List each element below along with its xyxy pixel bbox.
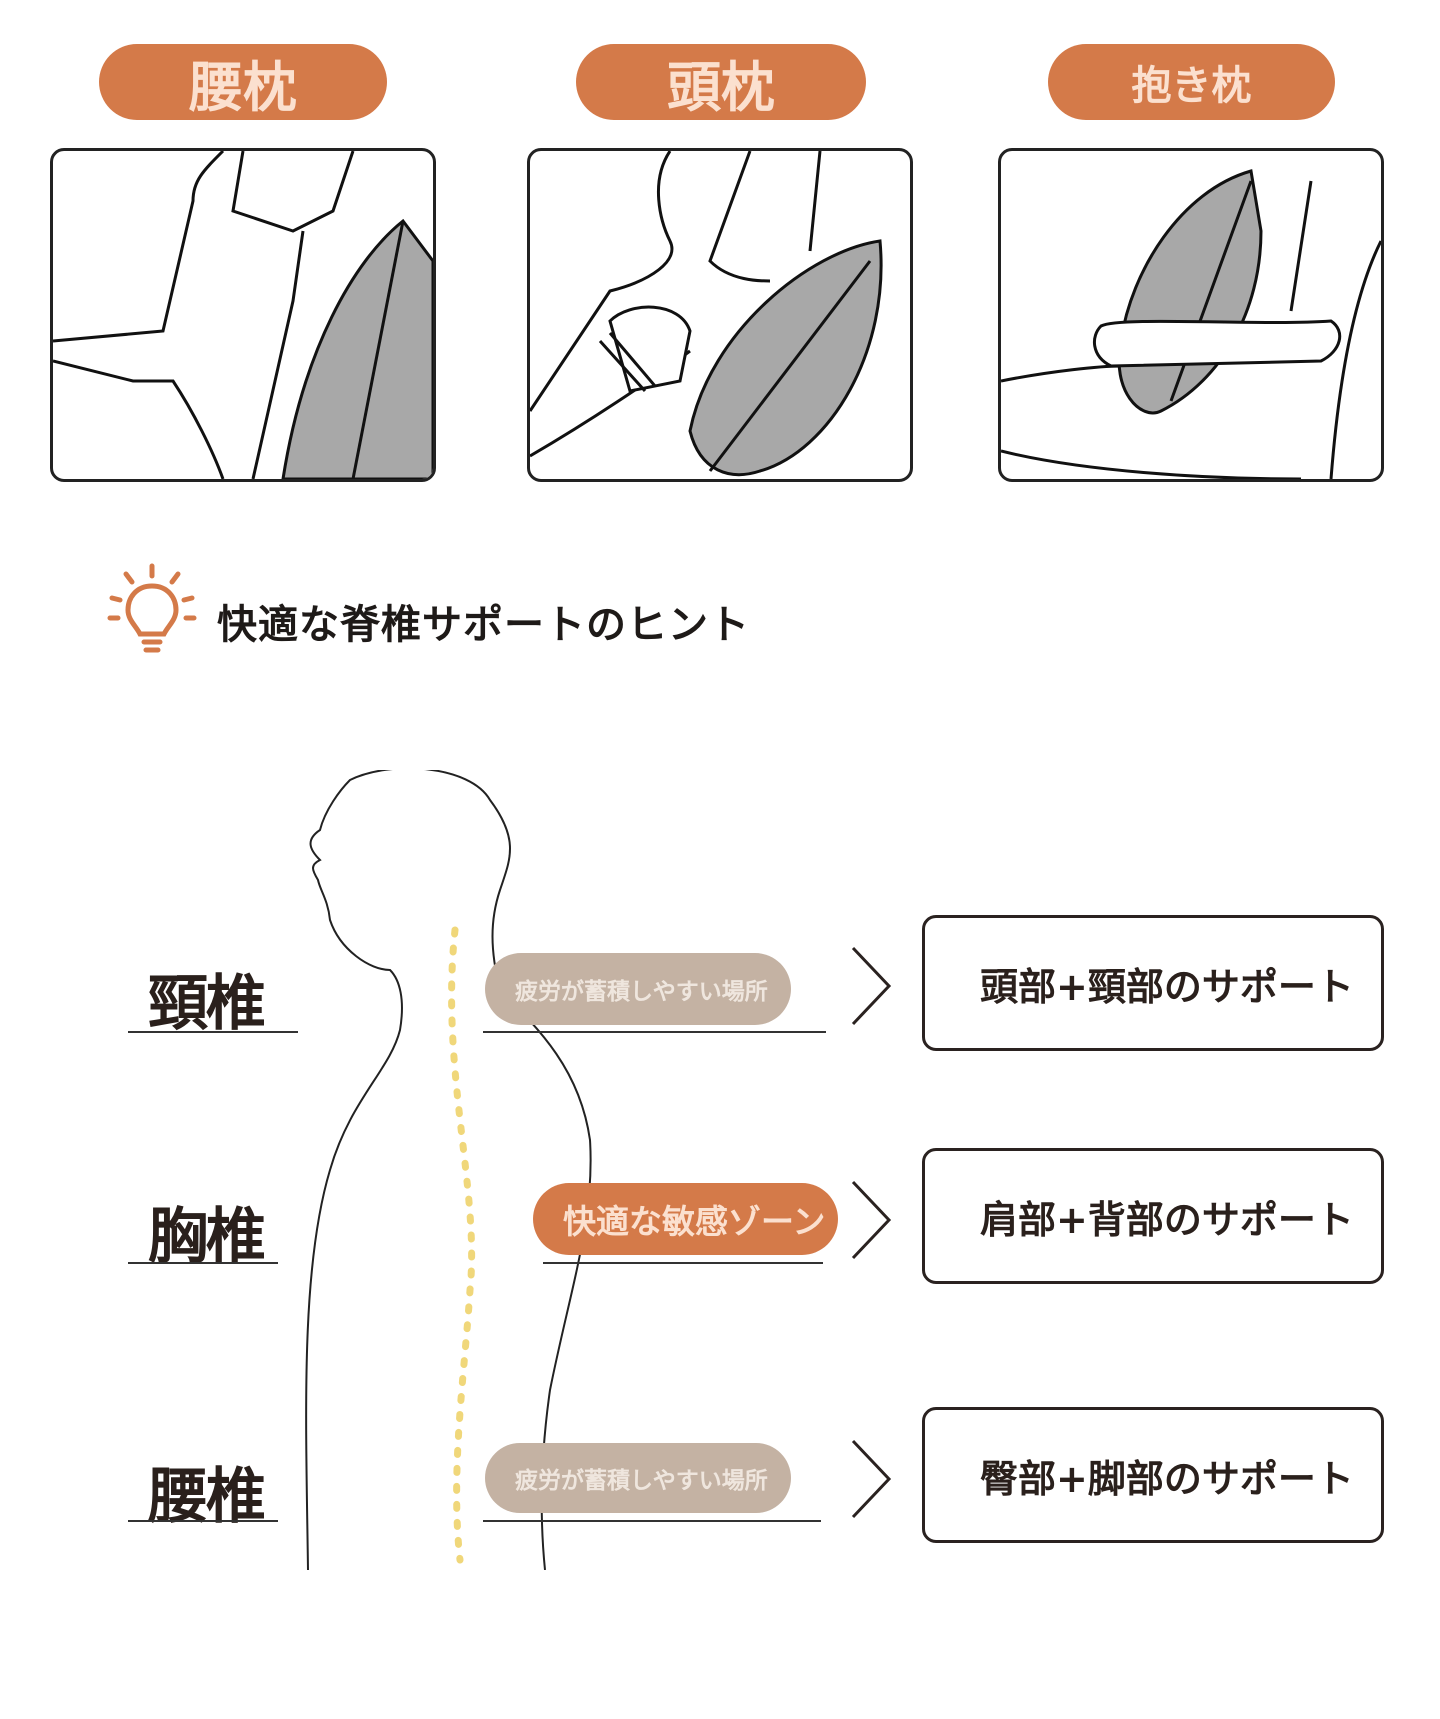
pillow-type-body: 抱き枕 <box>1048 44 1335 120</box>
spine-label-cervical: 頸椎 <box>148 969 266 1039</box>
fatigue-tag: 疲労が蓄積しやすい場所 <box>485 1443 791 1513</box>
lightbulb-icon <box>106 562 198 654</box>
chevron-right-icon <box>851 1180 891 1260</box>
comfort-zone-tag: 快適な敏感ゾーン <box>533 1183 838 1255</box>
support-box-head-neck: 頭部+頸部のサポート <box>922 915 1384 1051</box>
pillow-type-head: 頭枕 <box>576 44 866 120</box>
lumbar-pillow-illustration <box>50 148 436 482</box>
pillow-type-label: 腰枕 <box>189 55 297 119</box>
tips-heading: 快適な脊椎サポートのヒント <box>217 602 750 648</box>
body-pillow-illustration <box>998 148 1384 482</box>
human-profile-illustration <box>305 770 592 1570</box>
chevron-right-icon <box>851 1439 891 1519</box>
divider <box>128 1520 278 1522</box>
head-pillow-illustration <box>527 148 913 482</box>
divider <box>128 1031 298 1033</box>
chevron-right-icon <box>851 946 891 1026</box>
support-box-hip-leg: 臀部+脚部のサポート <box>922 1407 1384 1543</box>
divider <box>483 1031 826 1033</box>
divider <box>543 1262 823 1264</box>
divider <box>128 1262 278 1264</box>
fatigue-tag: 疲労が蓄積しやすい場所 <box>485 953 791 1025</box>
support-box-shoulder-back: 肩部+背部のサポート <box>922 1148 1384 1284</box>
divider <box>483 1520 821 1522</box>
spine-label-thoracic: 胸椎 <box>148 1202 266 1272</box>
pillow-type-lumbar: 腰枕 <box>99 44 387 120</box>
pillow-type-label: 頭枕 <box>667 55 775 119</box>
pillow-type-label: 抱き枕 <box>1131 63 1252 109</box>
